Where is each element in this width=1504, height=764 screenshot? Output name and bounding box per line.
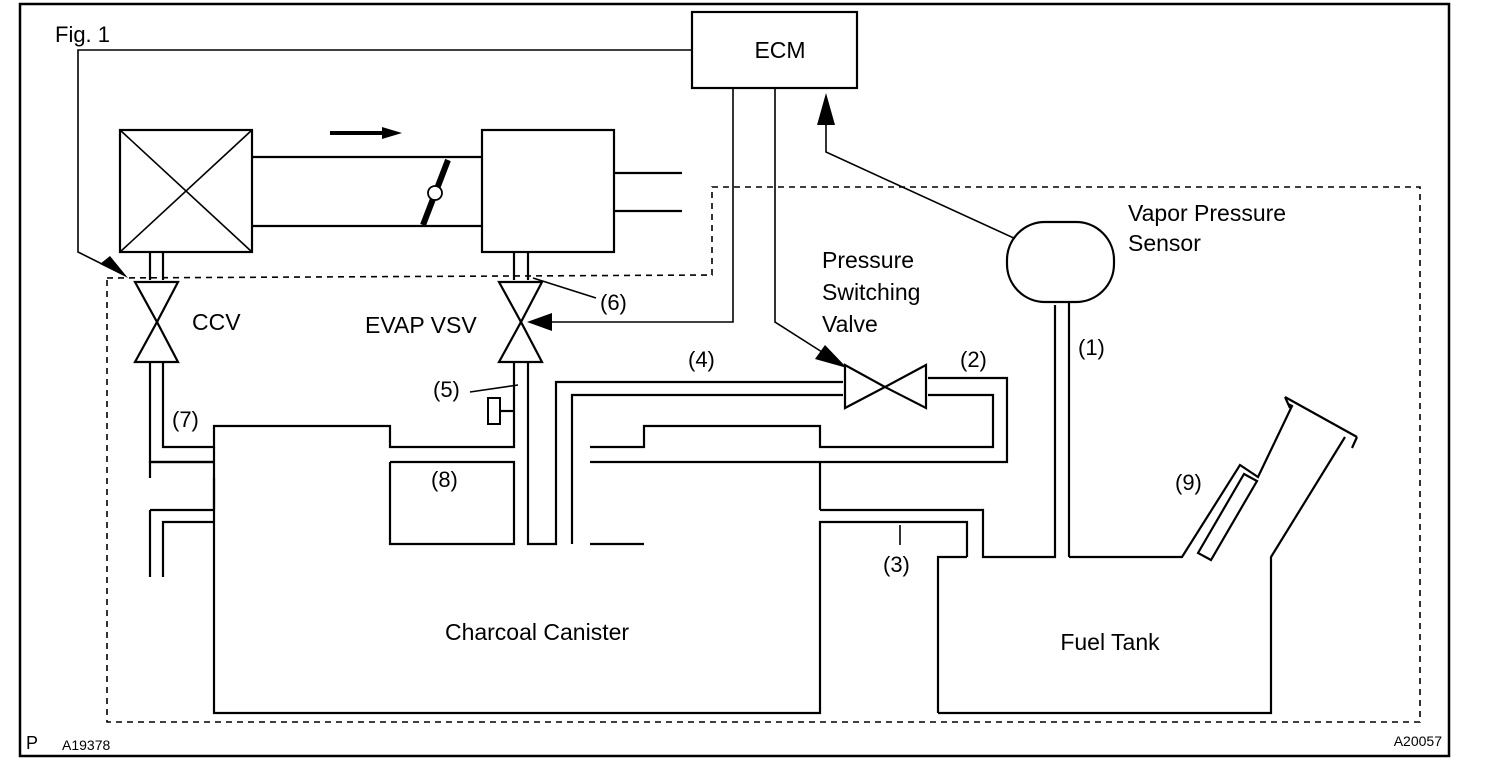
ccv-label: CCV	[192, 309, 241, 335]
callout-8: (8)	[431, 467, 458, 492]
filler-restrictor-9	[1196, 472, 1259, 562]
filler-neck-cap	[1284, 396, 1358, 438]
air-inlet-tube-b	[161, 520, 214, 577]
ccv-valve-lower	[133, 319, 180, 364]
vapor-pressure-sensor	[1005, 220, 1116, 304]
intake-manifold	[480, 128, 616, 254]
charcoal-canister-label: Charcoal Canister	[445, 619, 629, 645]
ecm-label: ECM	[754, 37, 805, 63]
canister-compartment-8	[388, 460, 516, 546]
canister-right-pipe	[820, 305, 1057, 559]
evap-vsv-valve	[497, 280, 544, 325]
ecm-ccv-signal-line	[77, 49, 692, 269]
ccv-signal-arrowhead	[100, 256, 128, 278]
canister-top-right	[590, 393, 995, 449]
callout-5-leader	[469, 384, 519, 393]
air-cleaner-cross-b	[119, 129, 253, 253]
canister-top-right-outer	[590, 376, 1009, 478]
callout-6-leader	[532, 277, 597, 299]
callout-7: (7)	[172, 407, 199, 432]
evap-vsv-label: EVAP VSV	[365, 312, 477, 338]
filler-neck-cap-left	[1283, 396, 1292, 409]
ecm-box	[690, 10, 859, 90]
callout-3: (3)	[883, 552, 910, 577]
footer-right-code: A20057	[1394, 733, 1442, 749]
vapor-sensor-label-line2: Sensor	[1128, 230, 1201, 256]
fuel-tank-body	[936, 555, 967, 713]
airflow-arrowhead	[382, 127, 402, 139]
vapor-sensor-label-line1: Vapor Pressure	[1128, 200, 1286, 226]
callout-6: (6)	[600, 290, 627, 315]
charcoal-canister-body	[212, 462, 969, 715]
vsv-signal-arrowhead	[527, 313, 552, 331]
system-boundary	[106, 186, 1421, 723]
vsv-tube-into-canister	[526, 380, 843, 546]
throttle-shaft	[427, 185, 443, 201]
figure-frame	[18, 2, 1451, 758]
figure-label: Fig. 1	[55, 22, 110, 47]
fuel-tank-top	[1069, 403, 1294, 559]
callout-5: (5)	[433, 377, 460, 402]
callout-1: (1)	[1078, 335, 1105, 360]
pressure-hose-4-inner	[570, 393, 843, 544]
footer-left-code: A19378	[62, 737, 110, 753]
evap-vsv-valve-lower	[497, 319, 544, 364]
check-valve-5	[487, 397, 501, 425]
ccv-valve	[133, 280, 180, 325]
pressure-switching-valve-right	[882, 363, 928, 410]
psv-signal-arrowhead	[815, 345, 847, 368]
sensor-ecm-signal-line	[825, 115, 1019, 241]
callout-9: (9)	[1175, 470, 1202, 495]
ecm-input-arrowhead	[817, 93, 835, 125]
psv-label-line2: Switching	[822, 279, 920, 305]
callout-4: (4)	[688, 347, 715, 372]
air-inlet-pipe-inner	[148, 460, 214, 478]
footer-letter: P	[26, 733, 38, 753]
psv-label-line3: Valve	[822, 311, 878, 337]
psv-label-line1: Pressure	[822, 247, 914, 273]
filler-neck-cap-right	[1350, 436, 1359, 449]
ccv-hose-right	[161, 362, 516, 449]
ecm-vsv-signal-line	[552, 88, 734, 323]
fuel-tank-outline	[938, 436, 1346, 715]
fuel-tank-label: Fuel Tank	[1060, 629, 1160, 655]
callout-2: (2)	[960, 347, 987, 372]
pressure-switching-valve	[843, 363, 888, 410]
ecm-psv-signal-line	[774, 88, 823, 353]
